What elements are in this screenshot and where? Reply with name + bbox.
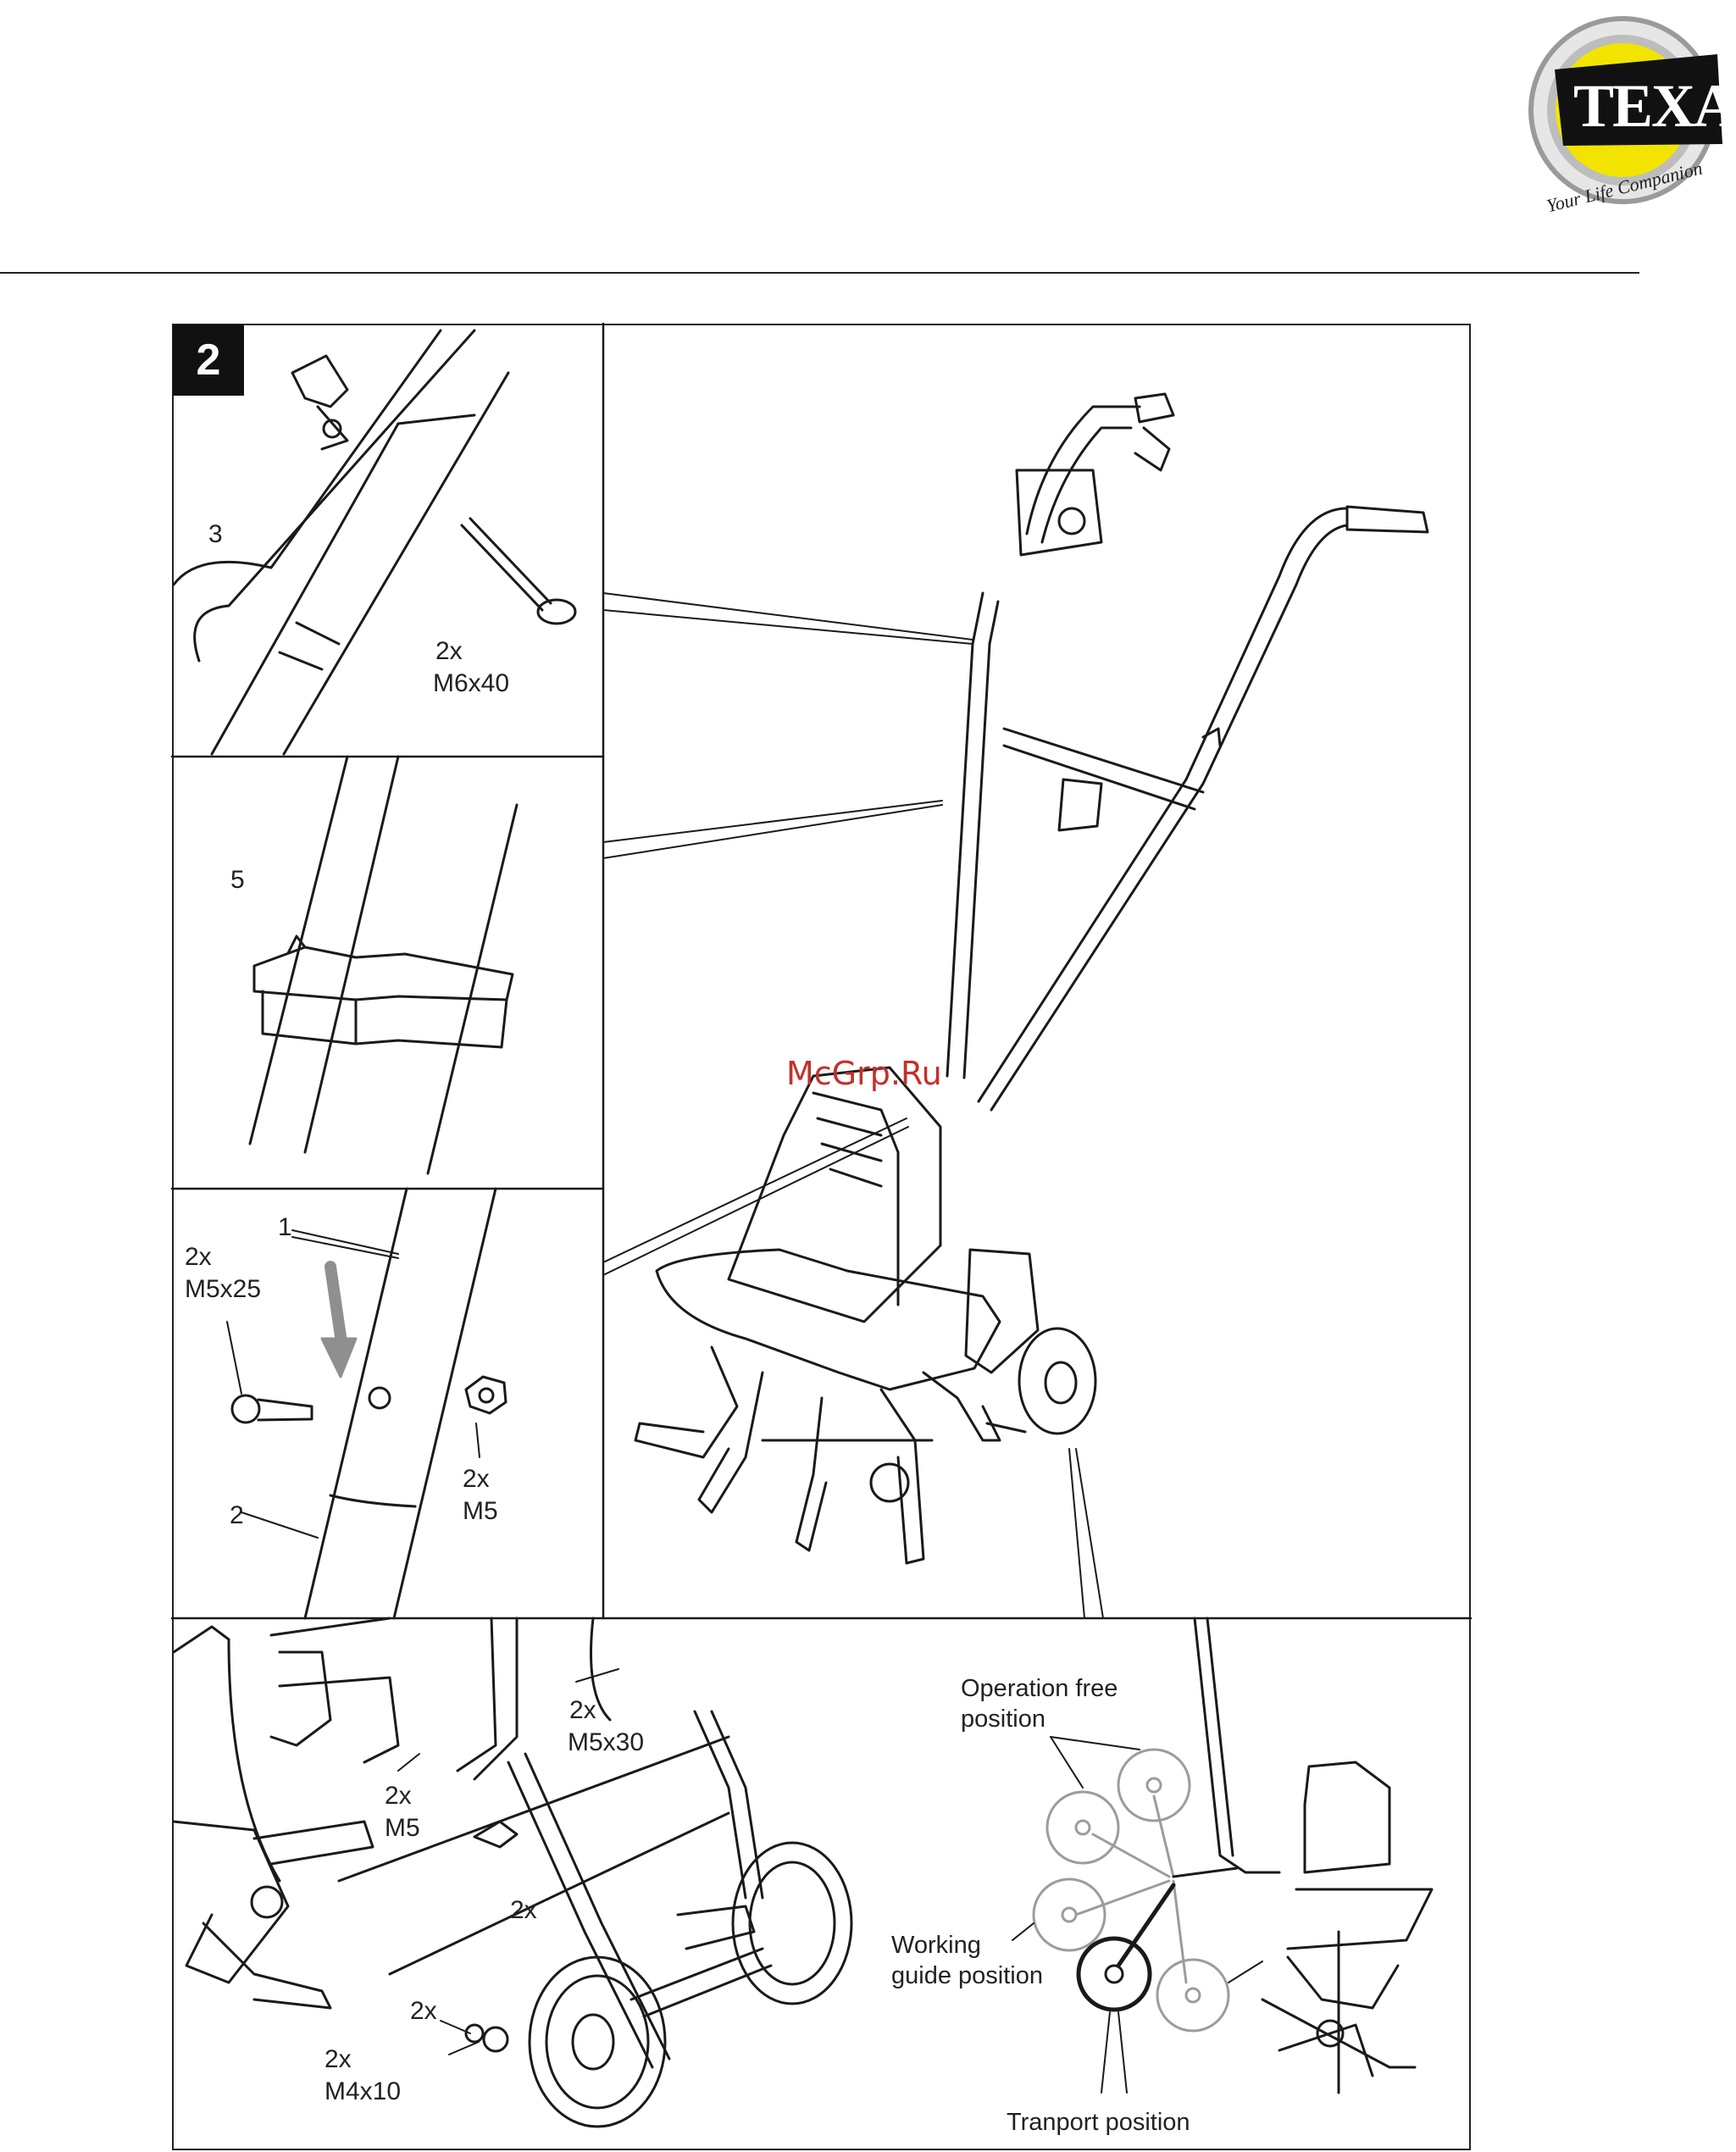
working-guide-position-label: Working guide position xyxy=(891,1930,1043,1992)
operation-free-position-label: Operation free position xyxy=(961,1673,1118,1735)
washer-qty: 2x xyxy=(410,1995,437,2027)
screw-qty-m4x10: 2x xyxy=(324,2044,352,2076)
watermark: McGrp.Ru xyxy=(786,1055,942,1092)
tiller-main-drawing xyxy=(635,394,1428,1563)
part-label-1: 1 xyxy=(278,1212,292,1244)
detail-2-clamp xyxy=(250,757,517,1173)
bolt-qty-m5x25: 2x xyxy=(185,1241,212,1273)
detail-3-tube-bolt xyxy=(227,1189,506,1618)
bolt-spec-m5x30: M5x30 xyxy=(568,1727,644,1759)
detail-1-handle-bolt xyxy=(174,330,575,754)
callout-lines xyxy=(603,593,1103,1618)
panel-dividers xyxy=(172,324,1471,1618)
bolt-spec-m5x25: M5x25 xyxy=(185,1273,261,1306)
part-label-3: 3 xyxy=(208,519,223,551)
part-label-2: 2 xyxy=(230,1500,244,1532)
screw-spec-m6x40: M6x40 xyxy=(433,668,509,700)
detail-4-wheel-assembly xyxy=(174,1618,851,2127)
nut-spec-m5: M5 xyxy=(463,1495,498,1528)
screw-spec-m4x10: M4x10 xyxy=(324,2076,401,2108)
nut-qty-m5: 2x xyxy=(463,1463,490,1495)
nut-spec-m5-wheel: M5 xyxy=(385,1812,420,1844)
transport-position-label: Tranport position xyxy=(1007,2107,1190,2138)
screw-qty-m6: 2x xyxy=(435,635,463,668)
bolt-qty-m5x30: 2x xyxy=(569,1694,596,1727)
nut-qty-m5-wheel: 2x xyxy=(385,1780,412,1812)
clip-qty: 2x xyxy=(510,1894,537,1927)
part-label-5: 5 xyxy=(230,864,245,896)
